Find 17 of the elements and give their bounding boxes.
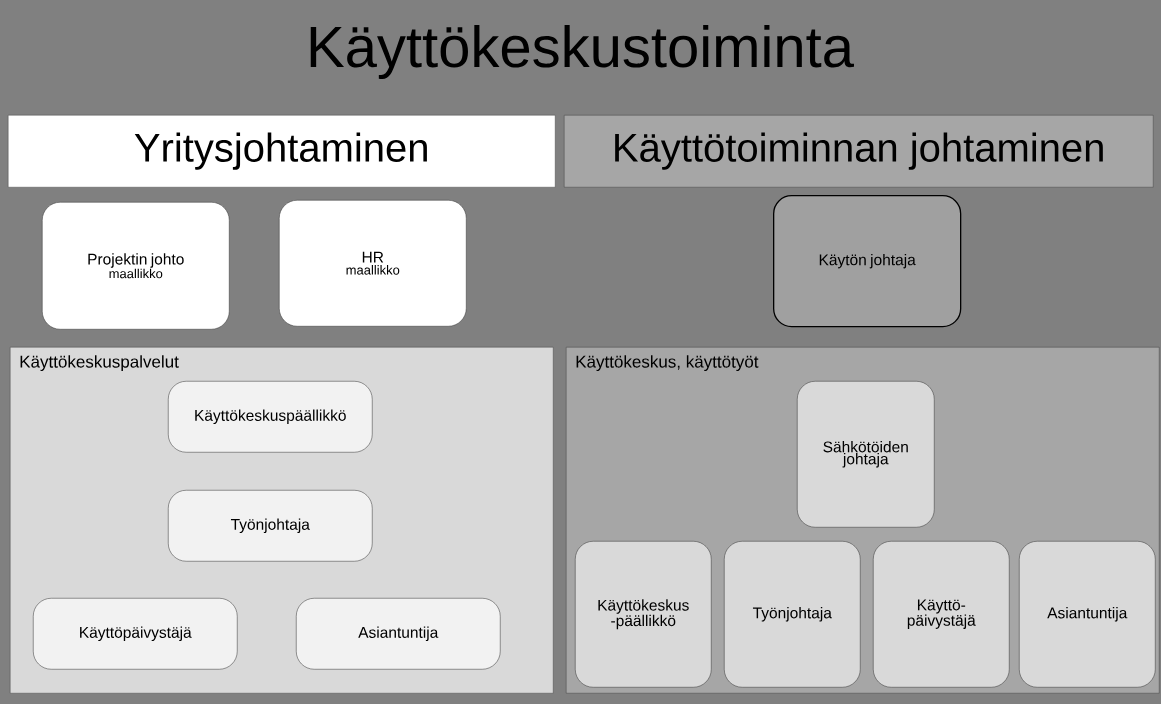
role-box: Käyttö- päivystäjä	[873, 541, 1010, 688]
role-box: Sähkötöiden johtaja	[797, 381, 935, 528]
panel-heading: Käyttökeskuspalvelut	[20, 355, 179, 372]
title: Käyttökeskustoiminta	[310, 24, 854, 80]
heading-band: Käyttötoiminnan johtaminen	[564, 115, 1154, 188]
role-box: Työnjohtaja	[724, 541, 861, 688]
role-box: Projektin johto maallikko	[42, 202, 230, 330]
role-box: Käyttökeskus -päällikkö	[575, 541, 712, 688]
role-box: Käytön johtaja	[773, 195, 962, 328]
panel-heading: Käyttökeskus, käyttötyöt	[576, 355, 759, 372]
role-box: Käyttökeskuspäällikkö	[168, 381, 373, 453]
role-box: Asiantuntija	[1019, 541, 1156, 688]
role-box: HR maallikko	[279, 200, 467, 327]
role-box: Käyttöpäivystäjä	[33, 598, 238, 670]
role-box: Työnjohtaja	[168, 490, 373, 562]
heading-band: Yritysjohtaminen	[8, 115, 556, 188]
role-box: Asiantuntija	[296, 598, 501, 670]
